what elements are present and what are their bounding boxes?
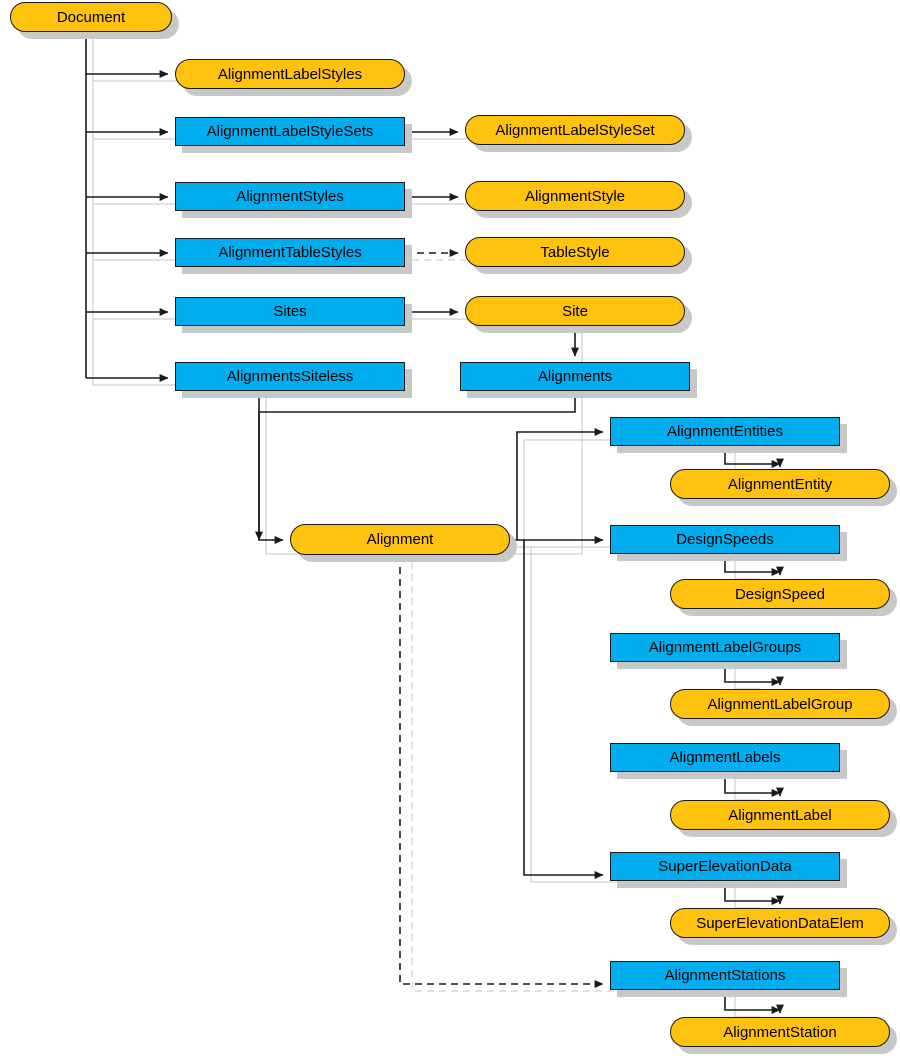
- node-label: DesignSpeed: [734, 585, 826, 603]
- node-alignmentlabelstyles[interactable]: AlignmentLabelStyles: [175, 59, 412, 96]
- node-label: Alignments: [537, 368, 613, 385]
- node-shape: [670, 689, 890, 719]
- node-label: AlignmentLabelStyleSets: [206, 123, 374, 140]
- node-shape: [670, 800, 890, 830]
- node-label: AlignmentEntities: [667, 423, 783, 440]
- node-label: AlignmentLabelGroups: [648, 639, 802, 656]
- node-alignmentlabelstyleset[interactable]: AlignmentLabelStyleSet: [465, 115, 692, 152]
- node-shape: [610, 852, 840, 881]
- node-shape: [465, 115, 685, 145]
- node-label: AlignmentStation: [723, 1023, 837, 1041]
- node-shape: [460, 362, 690, 391]
- node-shape: [670, 1017, 890, 1047]
- node-alignmentlabel[interactable]: AlignmentLabel: [670, 800, 897, 837]
- node-alignmentssiteless[interactable]: AlignmentsSiteless: [175, 362, 412, 398]
- node-shape: [610, 417, 840, 446]
- node-document[interactable]: Document: [10, 2, 179, 39]
- node-label: Document: [56, 8, 126, 26]
- node-label: AlignmentStyles: [236, 188, 344, 205]
- node-shape: [465, 237, 685, 267]
- node-shape: [175, 297, 405, 326]
- node-alignmentstyles[interactable]: AlignmentStyles: [175, 182, 412, 218]
- node-shape: [175, 362, 405, 391]
- node-label: TableStyle: [540, 243, 610, 261]
- node-alignmentlabelgroup[interactable]: AlignmentLabelGroup: [670, 689, 897, 726]
- node-alignmentlabels[interactable]: AlignmentLabels: [610, 743, 847, 779]
- node-shape: [465, 296, 685, 326]
- node-alignmententities[interactable]: AlignmentEntities: [610, 417, 847, 453]
- node-designspeeds[interactable]: DesignSpeeds: [610, 525, 847, 561]
- node-label: AlignmentLabel: [728, 806, 832, 824]
- node-label: SuperElevationDataElem: [696, 914, 864, 932]
- node-label: Site: [562, 302, 588, 320]
- node-label: AlignmentLabelStyles: [217, 65, 363, 83]
- node-shape: [610, 633, 840, 662]
- node-shape: [465, 181, 685, 211]
- node-shape: [175, 59, 405, 89]
- node-shape: [10, 2, 172, 32]
- node-label: AlignmentStations: [664, 967, 786, 984]
- node-label: AlignmentsSiteless: [226, 368, 354, 385]
- node-alignmenttablestyles[interactable]: AlignmentTableStyles: [175, 238, 412, 274]
- node-alignment[interactable]: Alignment: [290, 524, 517, 562]
- node-label: AlignmentTableStyles: [218, 244, 362, 261]
- node-alignmentstyle[interactable]: AlignmentStyle: [465, 181, 692, 218]
- node-alignmentlabelgroups[interactable]: AlignmentLabelGroups: [610, 633, 847, 669]
- node-shape: [175, 182, 405, 211]
- node-shape: [670, 908, 890, 938]
- node-label: AlignmentStyle: [524, 187, 626, 205]
- node-label: AlignmentLabelStyleSet: [495, 121, 655, 139]
- node-alignmententity[interactable]: AlignmentEntity: [670, 469, 897, 506]
- node-sites[interactable]: Sites: [175, 297, 412, 333]
- node-shape: [290, 524, 510, 555]
- node-shape: [610, 525, 840, 554]
- node-label: SuperElevationData: [658, 858, 792, 875]
- node-label: DesignSpeeds: [676, 531, 774, 548]
- node-superelevationdata[interactable]: SuperElevationData: [610, 852, 847, 888]
- node-shape: [610, 743, 840, 772]
- node-alignments[interactable]: Alignments: [460, 362, 697, 398]
- node-label: AlignmentLabelGroup: [707, 695, 853, 713]
- node-alignmentstations[interactable]: AlignmentStations: [610, 961, 847, 997]
- node-label: Alignment: [366, 531, 434, 548]
- node-shape: [175, 117, 405, 146]
- node-designspeed[interactable]: DesignSpeed: [670, 579, 897, 616]
- node-shape: [610, 961, 840, 990]
- node-shape: [670, 579, 890, 609]
- node-tablestyle[interactable]: TableStyle: [465, 237, 692, 274]
- node-shape: [670, 469, 890, 499]
- node-superelevationdataelem[interactable]: SuperElevationDataElem: [670, 908, 897, 945]
- node-shape: [175, 238, 405, 267]
- node-label: Sites: [273, 303, 307, 320]
- node-site[interactable]: Site: [465, 296, 692, 333]
- node-label: AlignmentLabels: [669, 749, 781, 766]
- node-label: AlignmentEntity: [727, 475, 833, 493]
- node-alignmentlabelstylesets[interactable]: AlignmentLabelStyleSets: [175, 117, 412, 153]
- node-alignmentstation[interactable]: AlignmentStation: [670, 1017, 897, 1054]
